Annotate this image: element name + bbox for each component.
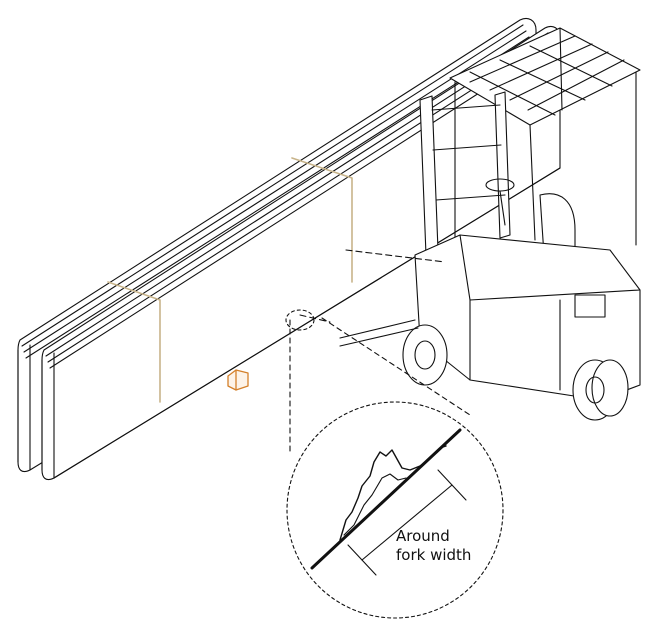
rear-wheel: [572, 359, 629, 421]
fork-guide-lines: [299, 249, 446, 323]
callout-line-1: Around: [396, 527, 450, 545]
callout-line-2: fork width: [396, 546, 472, 564]
magnifier-circle: [286, 401, 504, 619]
load-straps: [107, 157, 353, 403]
detail-callout: [285, 309, 504, 619]
front-wheel: [402, 324, 448, 386]
forklift-icon: [339, 27, 641, 421]
fork-width-callout: Around fork width: [396, 527, 496, 565]
support-block: [227, 369, 249, 391]
